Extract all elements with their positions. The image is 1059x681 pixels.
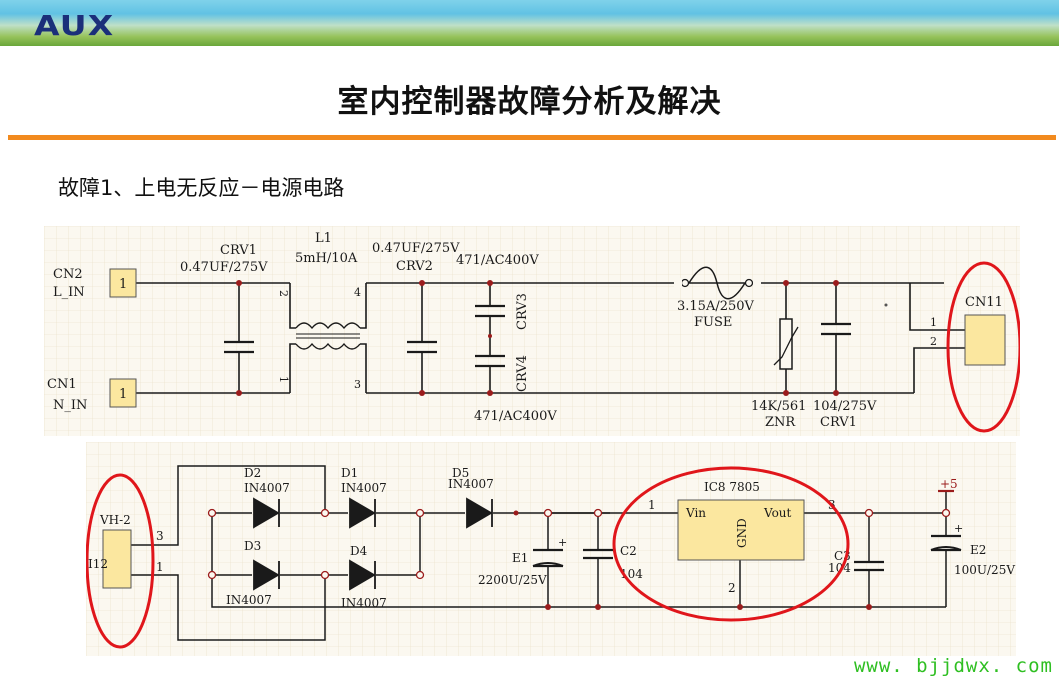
e1-value: 2200U/25V [478,573,547,587]
vh2-name: VH-2 [99,513,131,527]
cn1-net: N_IN [53,398,87,413]
d1-name: D1 [341,466,358,480]
d3-name: D3 [244,539,261,553]
cn1-pin: 1 [119,387,127,402]
cn11-pin2: 2 [930,335,937,348]
cn1-name: CN1 [47,377,77,392]
e2-value: 100U/25V [954,563,1015,577]
ic8-highlight-ellipse [612,466,850,622]
cn1-connector [109,378,137,408]
diode-d4 [349,559,376,591]
fault-subtitle: 故障1、上电无反应－电源电路 [58,176,345,200]
d4-part: IN4007 [341,596,387,610]
crv1b-value: 104/275V [813,399,877,414]
znr-value: 14K/561 [751,399,806,414]
crv3-name: CRV3 [515,293,530,330]
l1-pin2: 2 [277,290,290,297]
l1-pin3: 3 [354,378,361,391]
crv4-name: CRV4 [515,355,530,392]
cn11-pin1: 1 [930,316,937,329]
ic8-vin: Vin [685,506,706,520]
l1-name: L1 [315,231,332,246]
ic8-vout: Vout [763,506,792,520]
ic8-pin2: 2 [728,581,736,595]
ic8-name: IC8 7805 [704,480,760,494]
crv4-value: 471/AC400V [474,409,557,424]
crv1a-name: CRV1 [220,243,257,258]
crv3-value: 471/AC400V [456,253,539,268]
znr-name: ZNR [765,415,796,430]
e1-name: E1 [512,551,528,565]
vh2-ref: I12 [88,557,108,571]
cn2-name: CN2 [53,267,83,282]
input-filter-diagram: CN2 L_IN 1 CN1 N_IN 1 CRV1 0.47UF/275V L… [44,226,1022,436]
page-title: 室内控制器故障分析及解决 [337,84,722,120]
e2-name: E2 [970,543,986,557]
d5-name: D5 [452,466,469,480]
varistor-symbol [773,318,799,370]
d4-name: D4 [350,544,368,558]
d1-part: IN4007 [341,481,387,495]
fuse-name: FUSE [694,315,732,330]
fuse-value: 3.15A/250V [677,299,755,314]
rail-label: +5 [940,477,958,491]
d2-part: IN4007 [244,481,290,495]
rectifier-regulator-schematic: + + VH-2 3 1 I12 D2 IN4007 D1 IN4007 D3 … [85,442,1016,660]
diode-d5 [466,497,493,529]
l1-pin4: 4 [354,286,361,299]
d2-name: D2 [244,466,261,480]
common-mode-choke [295,322,361,350]
svg-text:+: + [954,522,963,535]
d3-part: IN4007 [226,593,272,607]
svg-text:+: + [558,536,567,549]
fuse-symbol [674,266,761,300]
vh2-pin3: 3 [156,529,164,543]
crv1b-name: CRV1 [820,415,857,430]
input-filter-schematic: CN2 L_IN 1 CN1 N_IN 1 CRV1 0.47UF/275V L… [44,226,1022,440]
ic8-7805-regulator [677,499,805,561]
crv2-value: 0.47UF/275V [372,241,460,256]
header-gradient-bar: AUX [0,0,1059,46]
diode-d3 [253,559,280,591]
cn2-pin: 1 [119,277,127,292]
website-url: www. bjjdwx. com [853,655,1053,677]
l1-pin1: 1 [277,376,290,383]
rectifier-regulator-diagram: + + VH-2 3 1 I12 D2 IN4007 D1 IN4007 D3 … [85,442,1016,656]
diode-d2 [253,497,280,529]
ic8-gnd: GND [735,518,749,548]
cn11-connector [964,314,1006,366]
crv1a-value: 0.47UF/275V [180,260,268,275]
cn2-net: L_IN [53,285,85,300]
c3-value: 104 [828,561,851,575]
crv2-name: CRV2 [396,259,433,274]
aux-logo: AUX [34,9,115,42]
ic8-pin1: 1 [648,498,656,512]
d5-part: IN4007 [448,477,494,491]
c2-name: C2 [620,544,637,558]
vh2-pin1: 1 [156,560,164,574]
vh2-highlight-ellipse [85,473,155,649]
cn2-connector [109,268,137,298]
l1-value: 5mH/10A [295,251,358,266]
cn11-name: CN11 [965,295,1003,310]
vh2-connector [102,529,132,589]
diode-d1 [349,497,376,529]
title-divider [8,135,1056,140]
